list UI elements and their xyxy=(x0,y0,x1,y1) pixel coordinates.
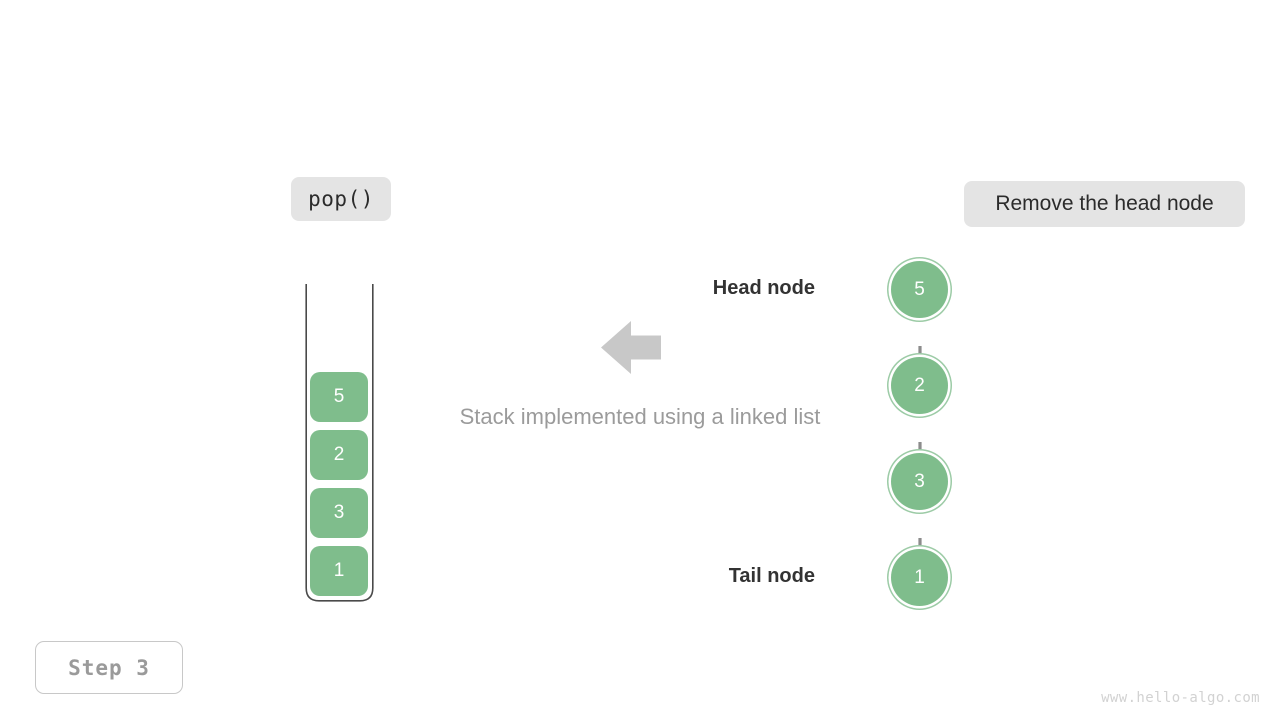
operation-label: pop() xyxy=(291,177,391,221)
stack-item: 2 xyxy=(310,430,368,480)
linked-list: 5 2 3 1 xyxy=(880,252,960,612)
diagram-caption: Stack implemented using a linked list xyxy=(0,404,1280,430)
diagram-caption-text: Stack implemented using a linked list xyxy=(459,404,821,429)
stack-container: 5 2 3 1 xyxy=(305,284,374,602)
stack-item: 5 xyxy=(310,372,368,422)
head-node-label: Head node xyxy=(712,277,815,299)
linked-list-node-tail: 1 xyxy=(891,549,948,606)
watermark: www.hello-algo.com xyxy=(1101,690,1260,706)
stack-item-list: 5 2 3 1 xyxy=(310,372,369,596)
stack-container-outline xyxy=(305,284,374,602)
linked-list-node: 2 xyxy=(891,357,948,414)
step-indicator: Step 3 xyxy=(35,641,183,694)
tail-node-label: Tail node xyxy=(728,565,815,587)
left-arrow-icon xyxy=(601,321,661,374)
linked-list-node: 3 xyxy=(891,453,948,510)
stack-item: 3 xyxy=(310,488,368,538)
stack-item: 1 xyxy=(310,546,368,596)
linked-list-node-head: 5 xyxy=(891,261,948,318)
action-description-label: Remove the head node xyxy=(964,181,1245,227)
